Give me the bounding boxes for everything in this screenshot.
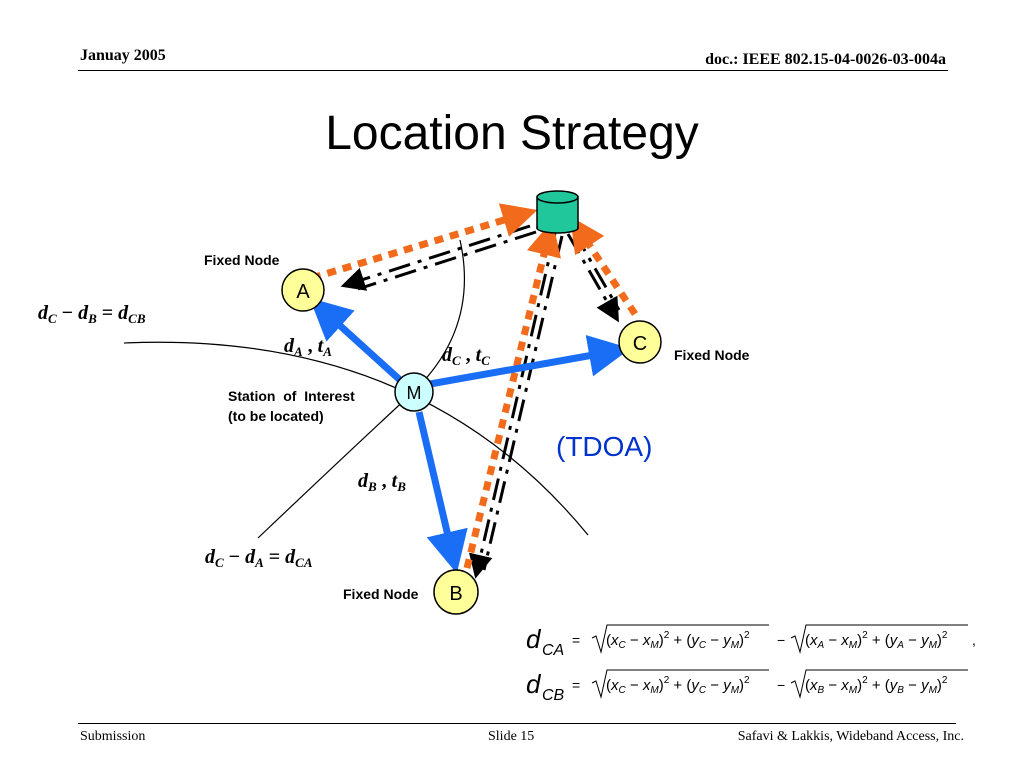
orange-dotted-arrows [310, 203, 638, 569]
svg-text:=: = [572, 632, 580, 648]
label-dc-minus-da: dC − dA = dCA [205, 546, 313, 570]
node-c-label: Fixed Node [674, 347, 750, 363]
svg-text:CA: CA [542, 642, 564, 659]
node-a: A [281, 268, 325, 312]
footer-rule [78, 723, 956, 724]
equation-dca: d CA = (xC − xM)2 + (yC − yM)2 − (xA − x… [526, 624, 976, 659]
footer-submission: Submission [80, 729, 146, 744]
footer-authors: Safavi & Lakkis, Wideband Access, Inc. [737, 729, 964, 744]
svg-text:=: = [572, 677, 580, 693]
label-dc-tc: dC , tC [442, 344, 490, 368]
header-rule [78, 70, 948, 71]
svg-text:,: , [972, 632, 976, 648]
svg-text:(xC − xM)2 + (yC − yM)2: (xC − xM)2 + (yC − yM)2 [606, 630, 750, 651]
node-c: C [618, 320, 662, 364]
svg-text:(xA − xM)2 + (yA − yM)2: (xA − xM)2 + (yA − yM)2 [805, 630, 948, 651]
svg-text:−: − [777, 632, 785, 648]
header-doc-id: doc.: IEEE 802.15-04-0026-03-004a [705, 51, 946, 68]
svg-text:(xC − xM)2 + (yC − yM)2: (xC − xM)2 + (yC − yM)2 [606, 675, 750, 696]
station-m-letter: M [407, 383, 422, 403]
node-b-letter: B [449, 583, 462, 605]
slide-title: Location Strategy [325, 107, 699, 160]
footer-slide-number: Slide 15 [488, 729, 535, 744]
station-label-line2: (to be located) [228, 408, 324, 424]
tdoa-label: (TDOA) [556, 431, 652, 462]
node-a-label: Fixed Node [204, 252, 280, 268]
hyperbola-cb [123, 341, 589, 536]
node-b-label: Fixed Node [343, 586, 419, 602]
svg-text:d: d [526, 669, 542, 699]
station-m: M [394, 372, 434, 412]
label-dc-minus-db: dC − dB = dCB [38, 302, 146, 326]
label-da-ta: dA , tA [284, 335, 332, 359]
svg-text:−: − [777, 677, 785, 693]
label-db-tb: dB , tB [358, 470, 406, 494]
station-label-line1: Station of Interest [228, 388, 355, 404]
node-a-letter: A [296, 281, 310, 303]
blue-arrows [309, 297, 631, 574]
svg-text:d: d [526, 624, 542, 654]
server-database-icon [536, 190, 579, 234]
header-date: Januay 2005 [80, 47, 166, 64]
node-b: B [433, 569, 479, 615]
equation-dcb: d CB = (xC − xM)2 + (yC − yM)2 − (xB − x… [526, 669, 968, 704]
svg-text:(xB − xM)2 + (yB − yM)2: (xB − xM)2 + (yB − yM)2 [805, 675, 948, 696]
report-dashed-lines [340, 224, 621, 579]
node-c-letter: C [633, 333, 647, 355]
svg-text:CB: CB [542, 687, 565, 704]
